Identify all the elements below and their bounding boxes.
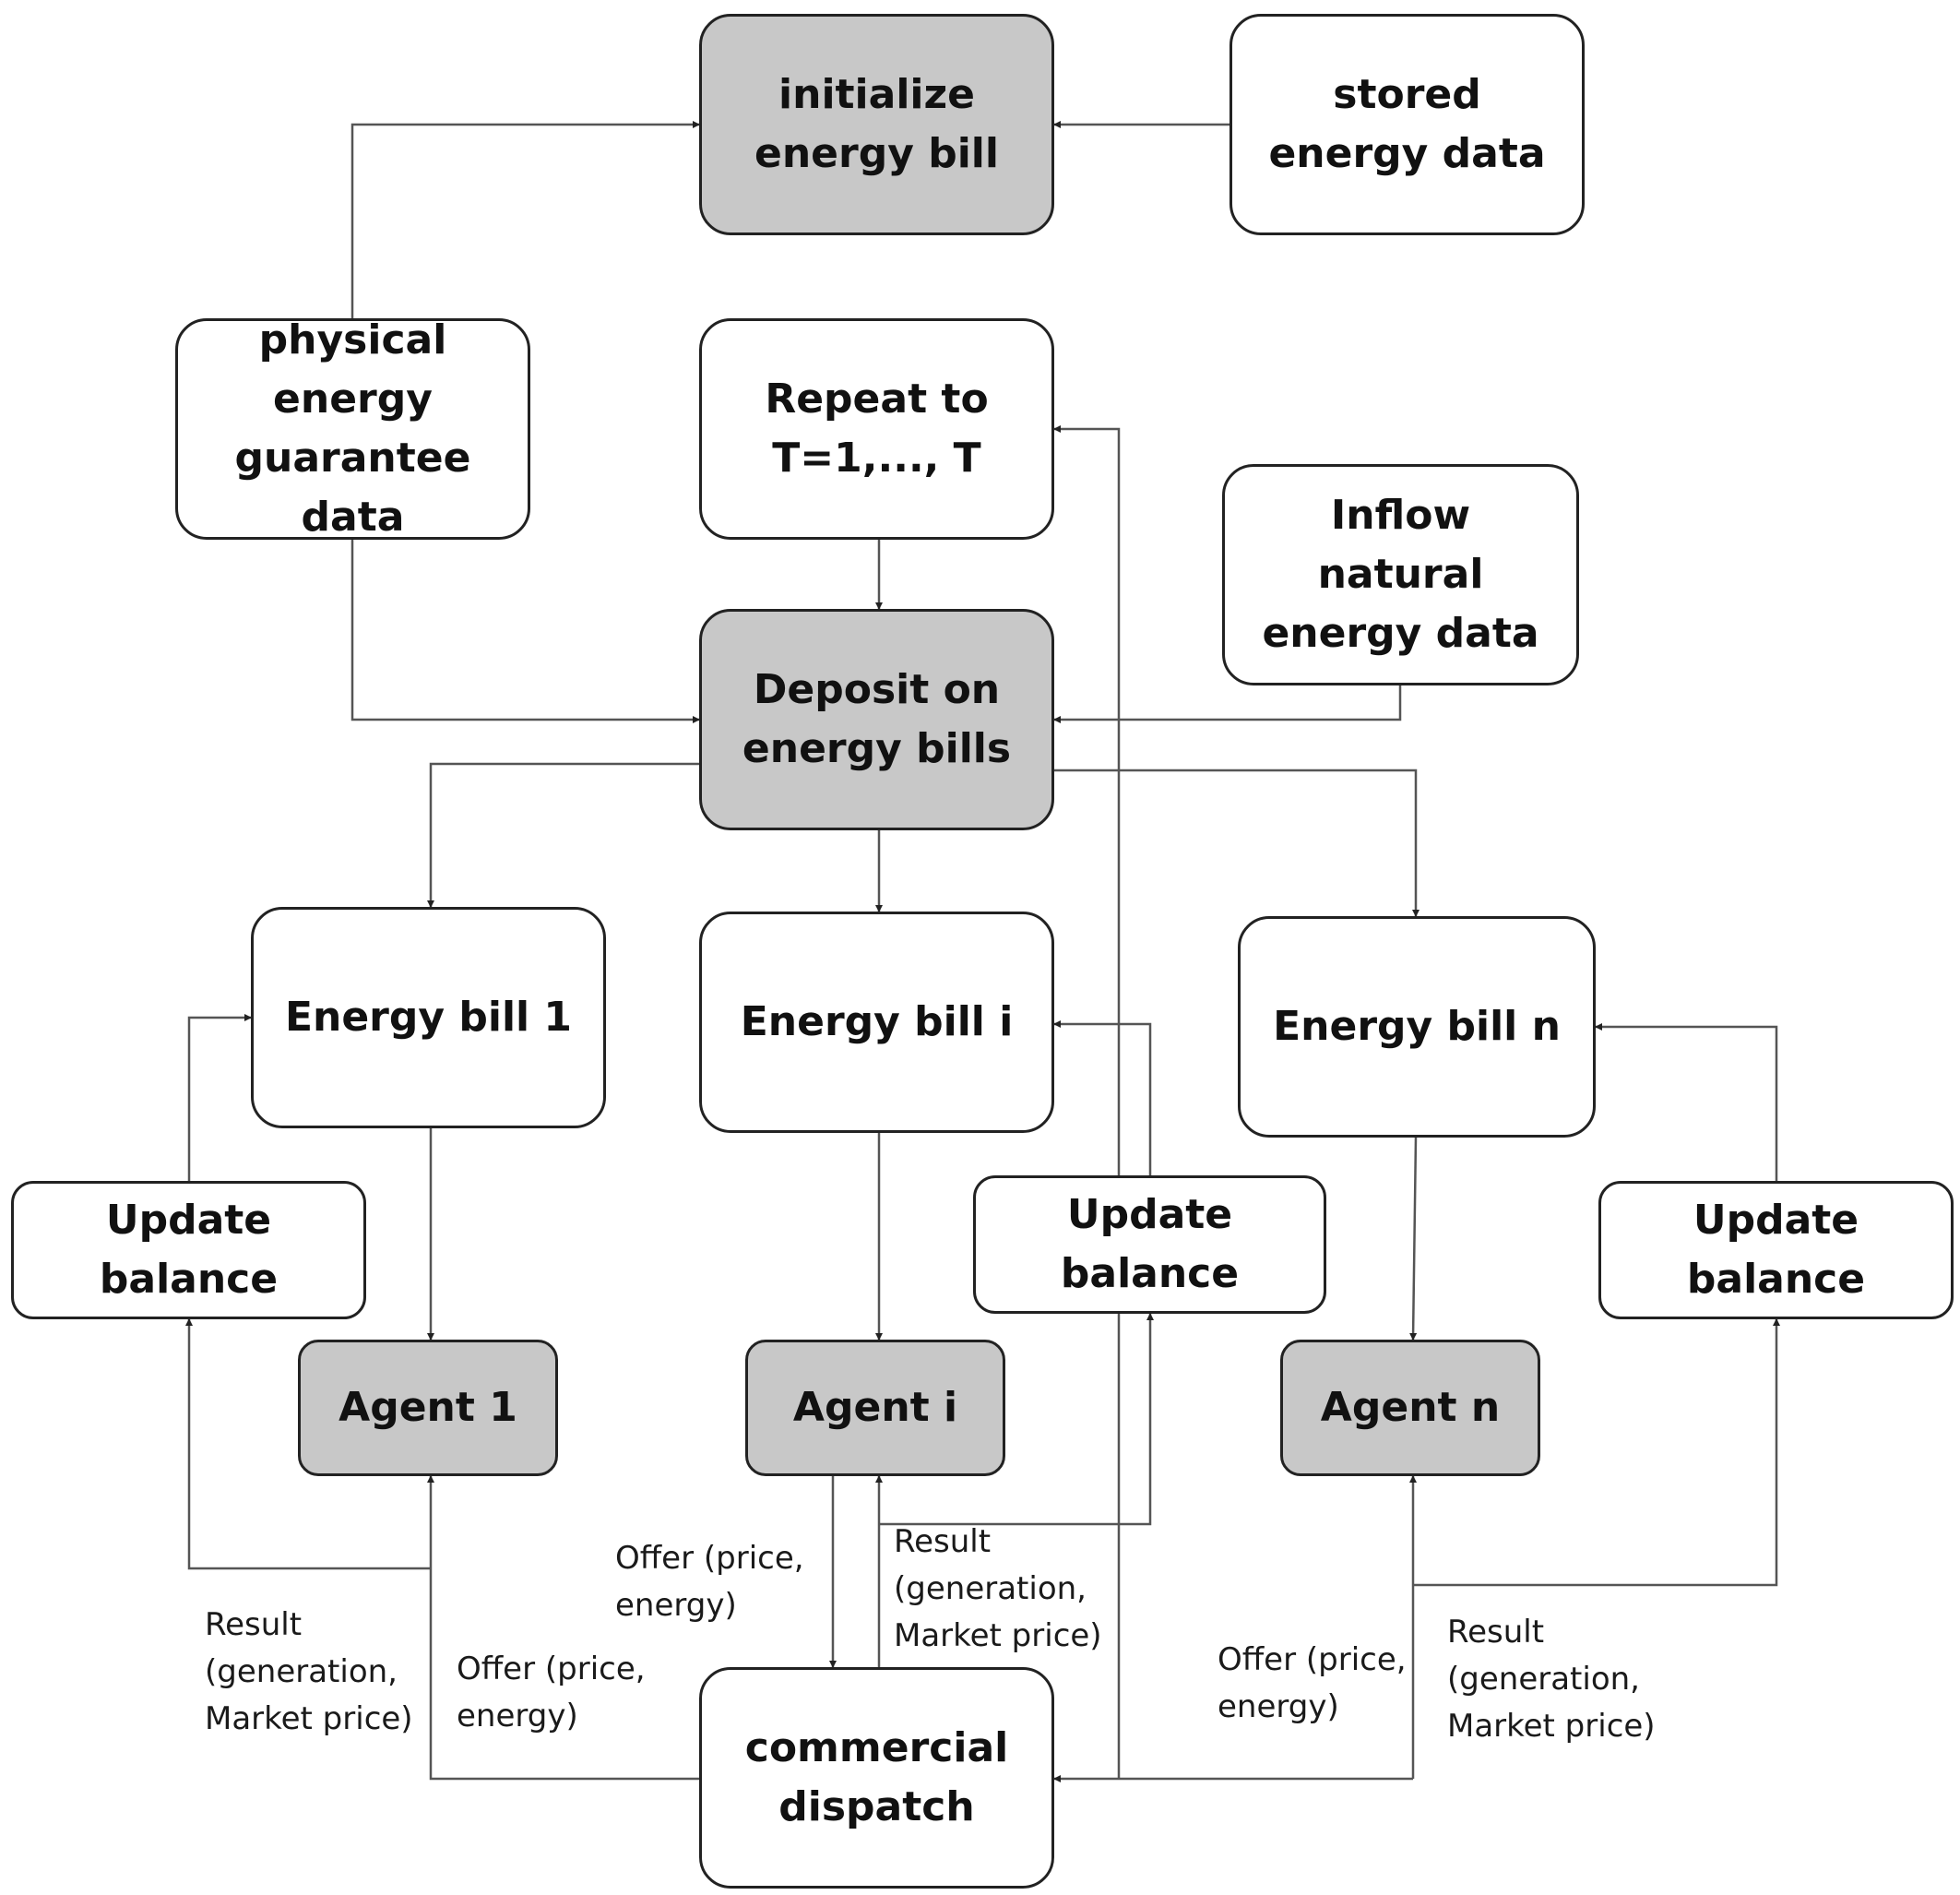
inflow-natural-energy-data-box: Inflow natural energy data <box>1222 464 1579 685</box>
agent-i-box: Agent i <box>745 1340 1005 1476</box>
commercial-dispatch-box: commercial dispatch <box>699 1667 1054 1889</box>
edge-agent-1-to-update-1 <box>185 1318 431 1570</box>
edge-bill-n-to-agent-n <box>1409 1136 1418 1341</box>
edge-agent-n-to-update-n <box>1413 1318 1780 1587</box>
initialize-energy-bill-box: initialize energy bill <box>699 14 1054 235</box>
edge-update-1-to-bill-1 <box>187 1014 252 1181</box>
edge-physical-to-deposit <box>350 538 700 723</box>
energy-bill-i-box: Energy bill i <box>699 912 1054 1133</box>
offer-label-agent-i: Offer (price, energy) <box>615 1540 804 1624</box>
edge-update-i-to-bill-i <box>1053 1020 1152 1175</box>
edge-physical-to-initialize <box>350 121 700 318</box>
result-label-agent-i: Result (generation, Market price) <box>894 1523 1102 1654</box>
edge-inflow-to-deposit <box>1053 683 1402 723</box>
edge-dispatch-to-agent-1 <box>427 1475 699 1781</box>
repeat-box: Repeat to T=1,..., T <box>699 318 1054 540</box>
update-balance-n-box: Update balance <box>1598 1181 1954 1319</box>
edge-deposit-to-bill-n <box>1054 769 1420 917</box>
physical-energy-guarantee-data-box: physical energy guarantee data <box>175 316 530 541</box>
edge-agent-i-to-update-i <box>879 1313 1154 1526</box>
agent-n-box: Agent n <box>1280 1340 1540 1476</box>
energy-bill-1-box: Energy bill 1 <box>251 907 606 1128</box>
deposit-on-energy-bills-box: Deposit on energy bills <box>699 609 1054 830</box>
update-balance-1-box: Update balance <box>11 1181 366 1319</box>
offer-label-agent-1: Offer (price, energy) <box>457 1651 646 1734</box>
result-label-agent-n: Result (generation, Market price) <box>1447 1614 1656 1745</box>
update-balance-i-box: Update balance <box>973 1175 1326 1314</box>
offer-label-agent-n: Offer (price, energy) <box>1218 1641 1407 1725</box>
energy-bill-n-box: Energy bill n <box>1238 916 1596 1138</box>
edge-update-n-to-bill-n <box>1595 1023 1778 1181</box>
edge-deposit-to-bill-1 <box>427 762 699 908</box>
agent-1-box: Agent 1 <box>298 1340 558 1476</box>
edge-loop-to-repeat <box>1053 425 1121 1779</box>
result-label-agent-1: Result (generation, Market price) <box>205 1606 413 1737</box>
stored-energy-data-box: stored energy data <box>1229 14 1585 235</box>
